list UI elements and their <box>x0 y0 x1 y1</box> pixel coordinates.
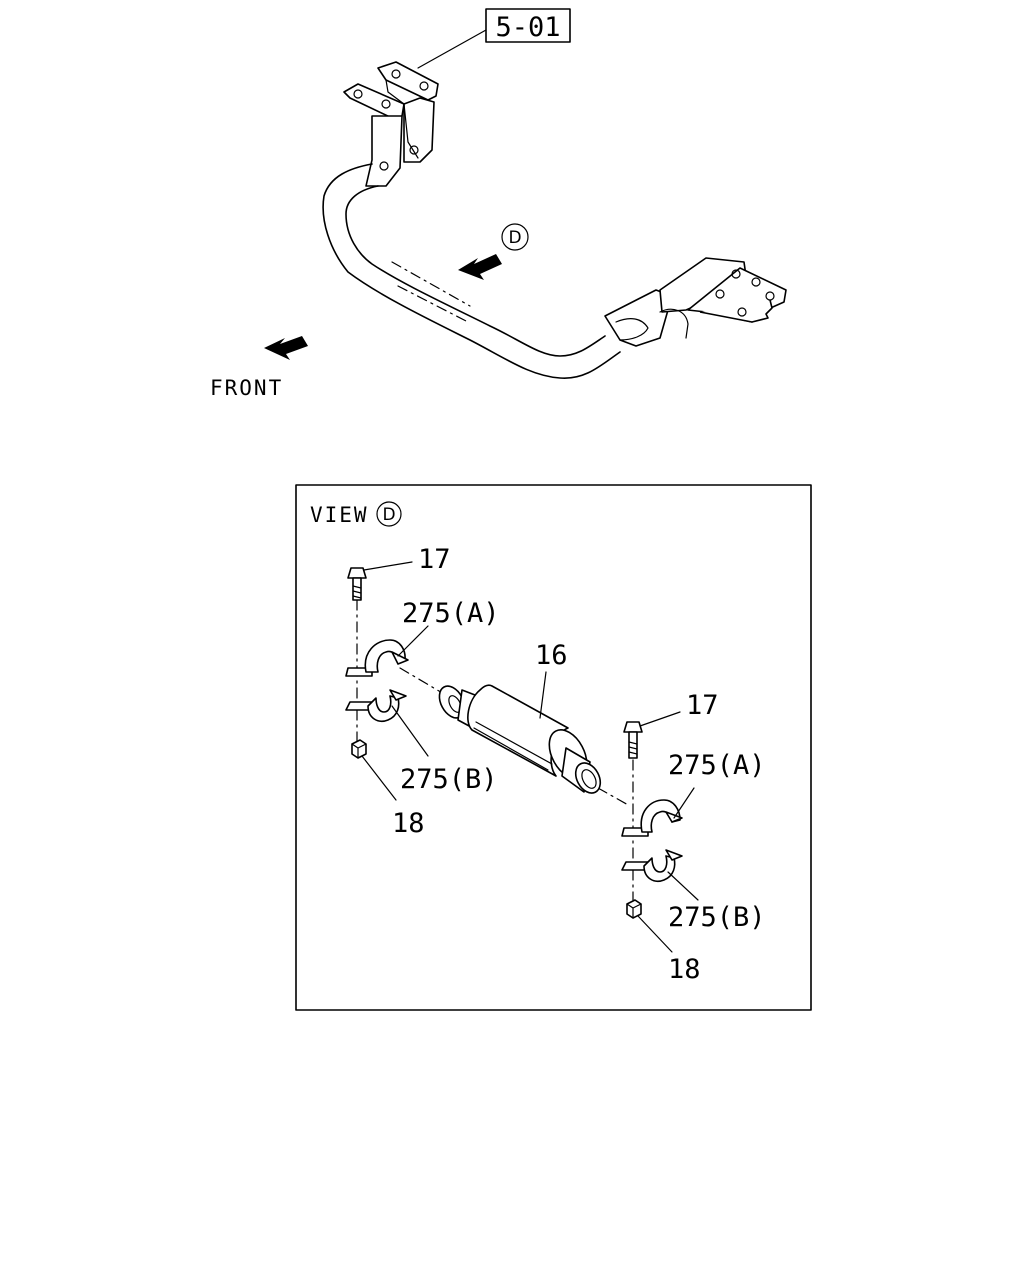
leader-lines <box>361 561 699 953</box>
left-mount-bracket <box>343 61 439 187</box>
view-marker-label: D <box>508 228 521 248</box>
view-frame <box>295 484 812 1011</box>
callout-bolt-left: 17 <box>418 544 451 575</box>
view-d-detail: VIEW D <box>295 484 812 1011</box>
bushing <box>438 684 602 794</box>
right-clamp-b <box>621 849 683 882</box>
right-shaft-axis <box>597 787 631 807</box>
right-nut <box>626 899 642 919</box>
view-title-marker: D <box>382 505 395 525</box>
front-label: FRONT <box>210 376 283 400</box>
left-nut <box>351 739 367 759</box>
callout-clamp-a-right: 275(A) <box>668 750 766 781</box>
reference-box-label: 5-01 <box>495 12 560 43</box>
callout-nut-right: 18 <box>668 954 701 985</box>
callout-clamp-b-right: 275(B) <box>668 902 766 933</box>
right-mount-bracket <box>604 257 787 347</box>
reference-leader <box>417 29 487 69</box>
view-marker-circle[interactable]: D <box>501 223 529 251</box>
right-clamp-a <box>621 799 683 837</box>
front-arrow <box>264 336 308 360</box>
reference-box[interactable]: 5-01 <box>485 8 571 43</box>
left-clamp-b <box>345 689 407 722</box>
callout-clamp-b-left: 275(B) <box>400 764 498 795</box>
callout-bushing: 16 <box>535 640 568 671</box>
view-title: VIEW D <box>310 501 402 527</box>
callout-nut-left: 18 <box>392 808 425 839</box>
view-title-text: VIEW <box>310 503 369 527</box>
view-direction-arrow <box>458 254 502 280</box>
left-bolt <box>347 567 367 601</box>
callout-labels: 17 275(A) 16 275(B) 18 17 275(A) 275(B) … <box>392 544 766 985</box>
callout-clamp-a-left: 275(A) <box>402 598 500 629</box>
callout-bolt-right: 17 <box>686 690 719 721</box>
left-shaft-axis <box>399 667 445 695</box>
left-clamp-a <box>345 639 409 677</box>
right-bolt <box>623 721 643 759</box>
crossmember-assembly: 5-01 <box>210 8 787 400</box>
crossmember-tube <box>322 163 621 379</box>
